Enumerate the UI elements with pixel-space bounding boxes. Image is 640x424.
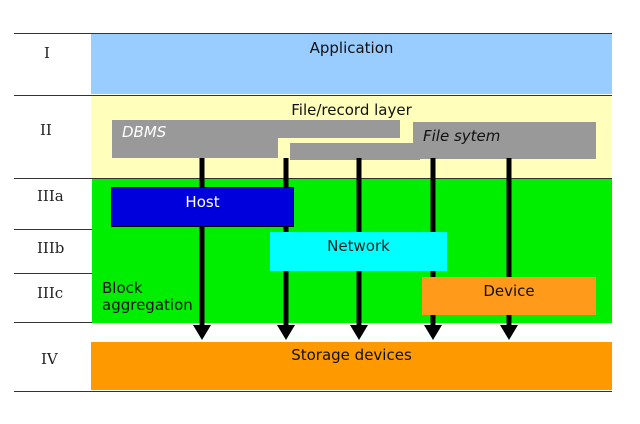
layer-label-IIIa: IIIa [37,187,64,205]
separator-line [14,33,612,34]
layer-label-IIIb: IIIb [37,239,65,257]
file-record-layer-label: File/record layer [291,101,412,119]
layer-label-IV: IV [41,350,58,368]
separator-line [14,178,612,179]
application-label: Application [309,39,394,57]
device-label: Device [483,282,535,300]
dbms-label: DBMS [122,123,167,141]
dbms-box [112,120,400,138]
network-box: Network [270,232,447,271]
separator-line [14,95,612,96]
block-aggregation-label: Block aggregation [102,279,193,314]
arrow-head [193,325,518,340]
host-box: Host [111,187,294,227]
device-box: Device [422,277,596,315]
layer-label-I: I [44,44,50,62]
middle-connector-box [290,143,420,160]
network-label: Network [327,237,390,255]
application-box: Application [91,34,612,94]
host-label: Host [185,193,220,211]
file-system-box [413,122,596,159]
layer-label-II: II [40,121,52,139]
storage-devices-box: Storage devices [91,342,612,390]
dbms-box-lower [112,137,278,158]
layer-label-IIIc: IIIc [37,284,64,302]
storage-devices-label: Storage devices [291,346,412,364]
separator-line [14,391,612,392]
file-system-label: File sytem [423,127,501,145]
